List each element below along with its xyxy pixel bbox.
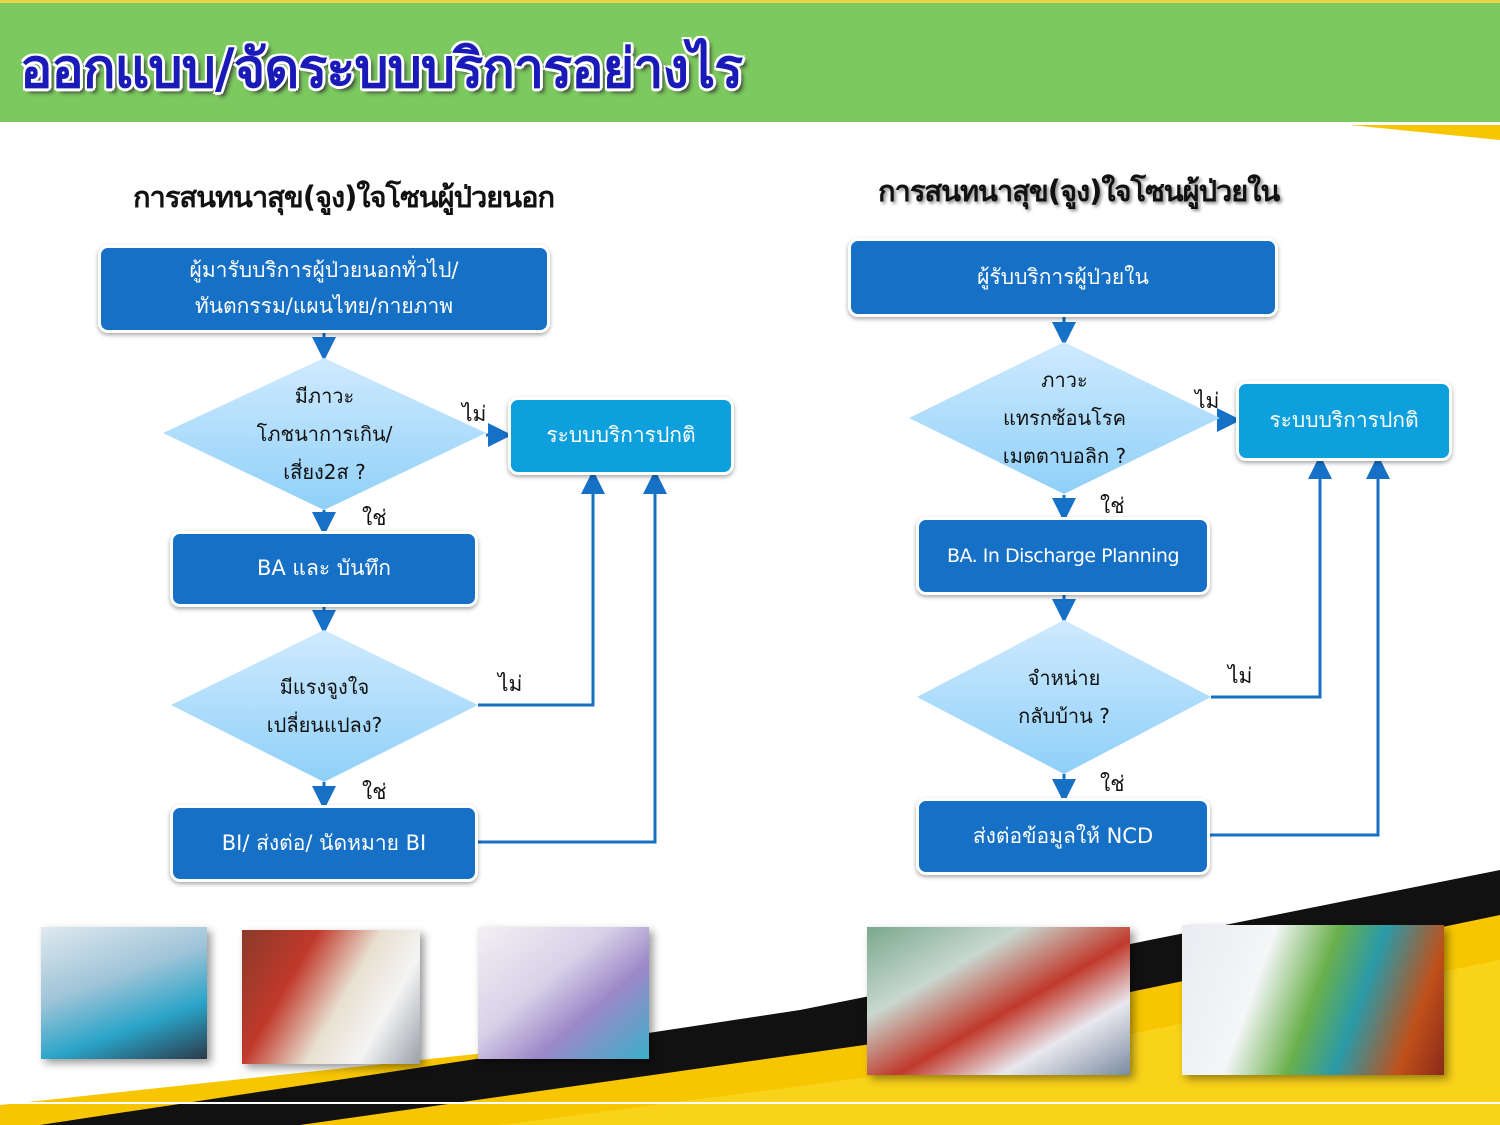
- decision-diamond: [163, 358, 486, 510]
- decision-line: แทรกซ้อนโรค: [1002, 406, 1127, 430]
- decision-diamond: [171, 630, 478, 782]
- photo-dental-clinic: [478, 927, 649, 1059]
- inpatient-decision-complication: ภาวะ แทรกซ้อนโรค เมตตาบอลิก ?: [909, 342, 1220, 494]
- photo-inpatient-counseling: [1182, 925, 1444, 1075]
- decision-line: จำหน่าย: [1027, 666, 1101, 690]
- decision-line: เสี่ยง2ส ?: [283, 460, 366, 484]
- inpatient-decision-discharge: จำหน่าย กลับบ้าน ?: [917, 620, 1211, 774]
- photo-outpatient-counseling: [41, 927, 207, 1059]
- inpatient-ncd-referral-box: ส่งต่อข้อมูลให้ NCD: [916, 798, 1210, 875]
- outpatient-ba-box: BA และ บันทึก: [170, 531, 478, 607]
- header-banner: ออกแบบ/จัดระบบบริการอย่างไร: [0, 0, 1500, 122]
- no-label: ไม่: [1228, 664, 1253, 688]
- outpatient-decision-risk: มีภาวะ โภชนาการเกิน/ เสี่ยง2ส ?: [163, 358, 486, 510]
- decision-line: มีแรงจูงใจ: [279, 675, 370, 699]
- decision-line: เปลี่ยนแปลง?: [266, 713, 383, 737]
- no-label: ไม่: [498, 672, 523, 696]
- decision-line: มีภาวะ: [294, 384, 355, 408]
- inpatient-section-title: การสนทนาสุข(จูง)ใจโซนผู้ป่วยใน: [868, 164, 1408, 228]
- decision-diamond: [917, 620, 1211, 774]
- no-label: ไม่: [1195, 389, 1220, 413]
- box-line: ทันตกรรม/แผนไทย/กายภาพ: [194, 294, 454, 318]
- yes-label: ใช่: [1100, 772, 1125, 796]
- decision-diamond: [909, 342, 1220, 494]
- outpatient-decision-motivation: มีแรงจูงใจ เปลี่ยนแปลง?: [171, 630, 478, 782]
- yes-label: ใช่: [362, 506, 387, 530]
- inpatient-ba-discharge-box: BA. In Discharge Planning: [916, 517, 1210, 595]
- photo-computer-consultation: [242, 930, 420, 1064]
- outpatient-bi-box: BI/ ส่งต่อ/ นัดหมาย BI: [170, 805, 478, 882]
- outpatient-start-box: ผู้มารับบริการผู้ป่วยนอกทั่วไป/ ทันตกรรม…: [98, 245, 550, 333]
- inpatient-normal-service-box: ระบบบริการปกติ: [1236, 381, 1452, 461]
- box-line: ผู้มารับบริการผู้ป่วยนอกทั่วไป/: [189, 258, 459, 283]
- decision-line: กลับบ้าน ?: [1018, 704, 1110, 728]
- outpatient-normal-service-box: ระบบบริการปกติ: [508, 397, 734, 475]
- no-label: ไม่: [462, 402, 487, 426]
- photo-inpatient-ward: [867, 927, 1130, 1075]
- decision-line: เมตตาบอลิก ?: [1002, 444, 1127, 468]
- inpatient-start-box: ผู้รับบริการผู้ป่วยใน: [848, 238, 1278, 317]
- page-title: ออกแบบ/จัดระบบบริการอย่างไร: [20, 37, 743, 100]
- decision-line: โภชนาการเกิน/: [256, 422, 393, 446]
- yes-label: ใช่: [1100, 494, 1125, 518]
- decision-line: ภาวะ: [1041, 368, 1088, 392]
- outpatient-section-title: การสนทนาสุข(จูง)ใจโซนผู้ป่วยนอก: [133, 180, 555, 214]
- yes-label: ใช่: [362, 780, 387, 804]
